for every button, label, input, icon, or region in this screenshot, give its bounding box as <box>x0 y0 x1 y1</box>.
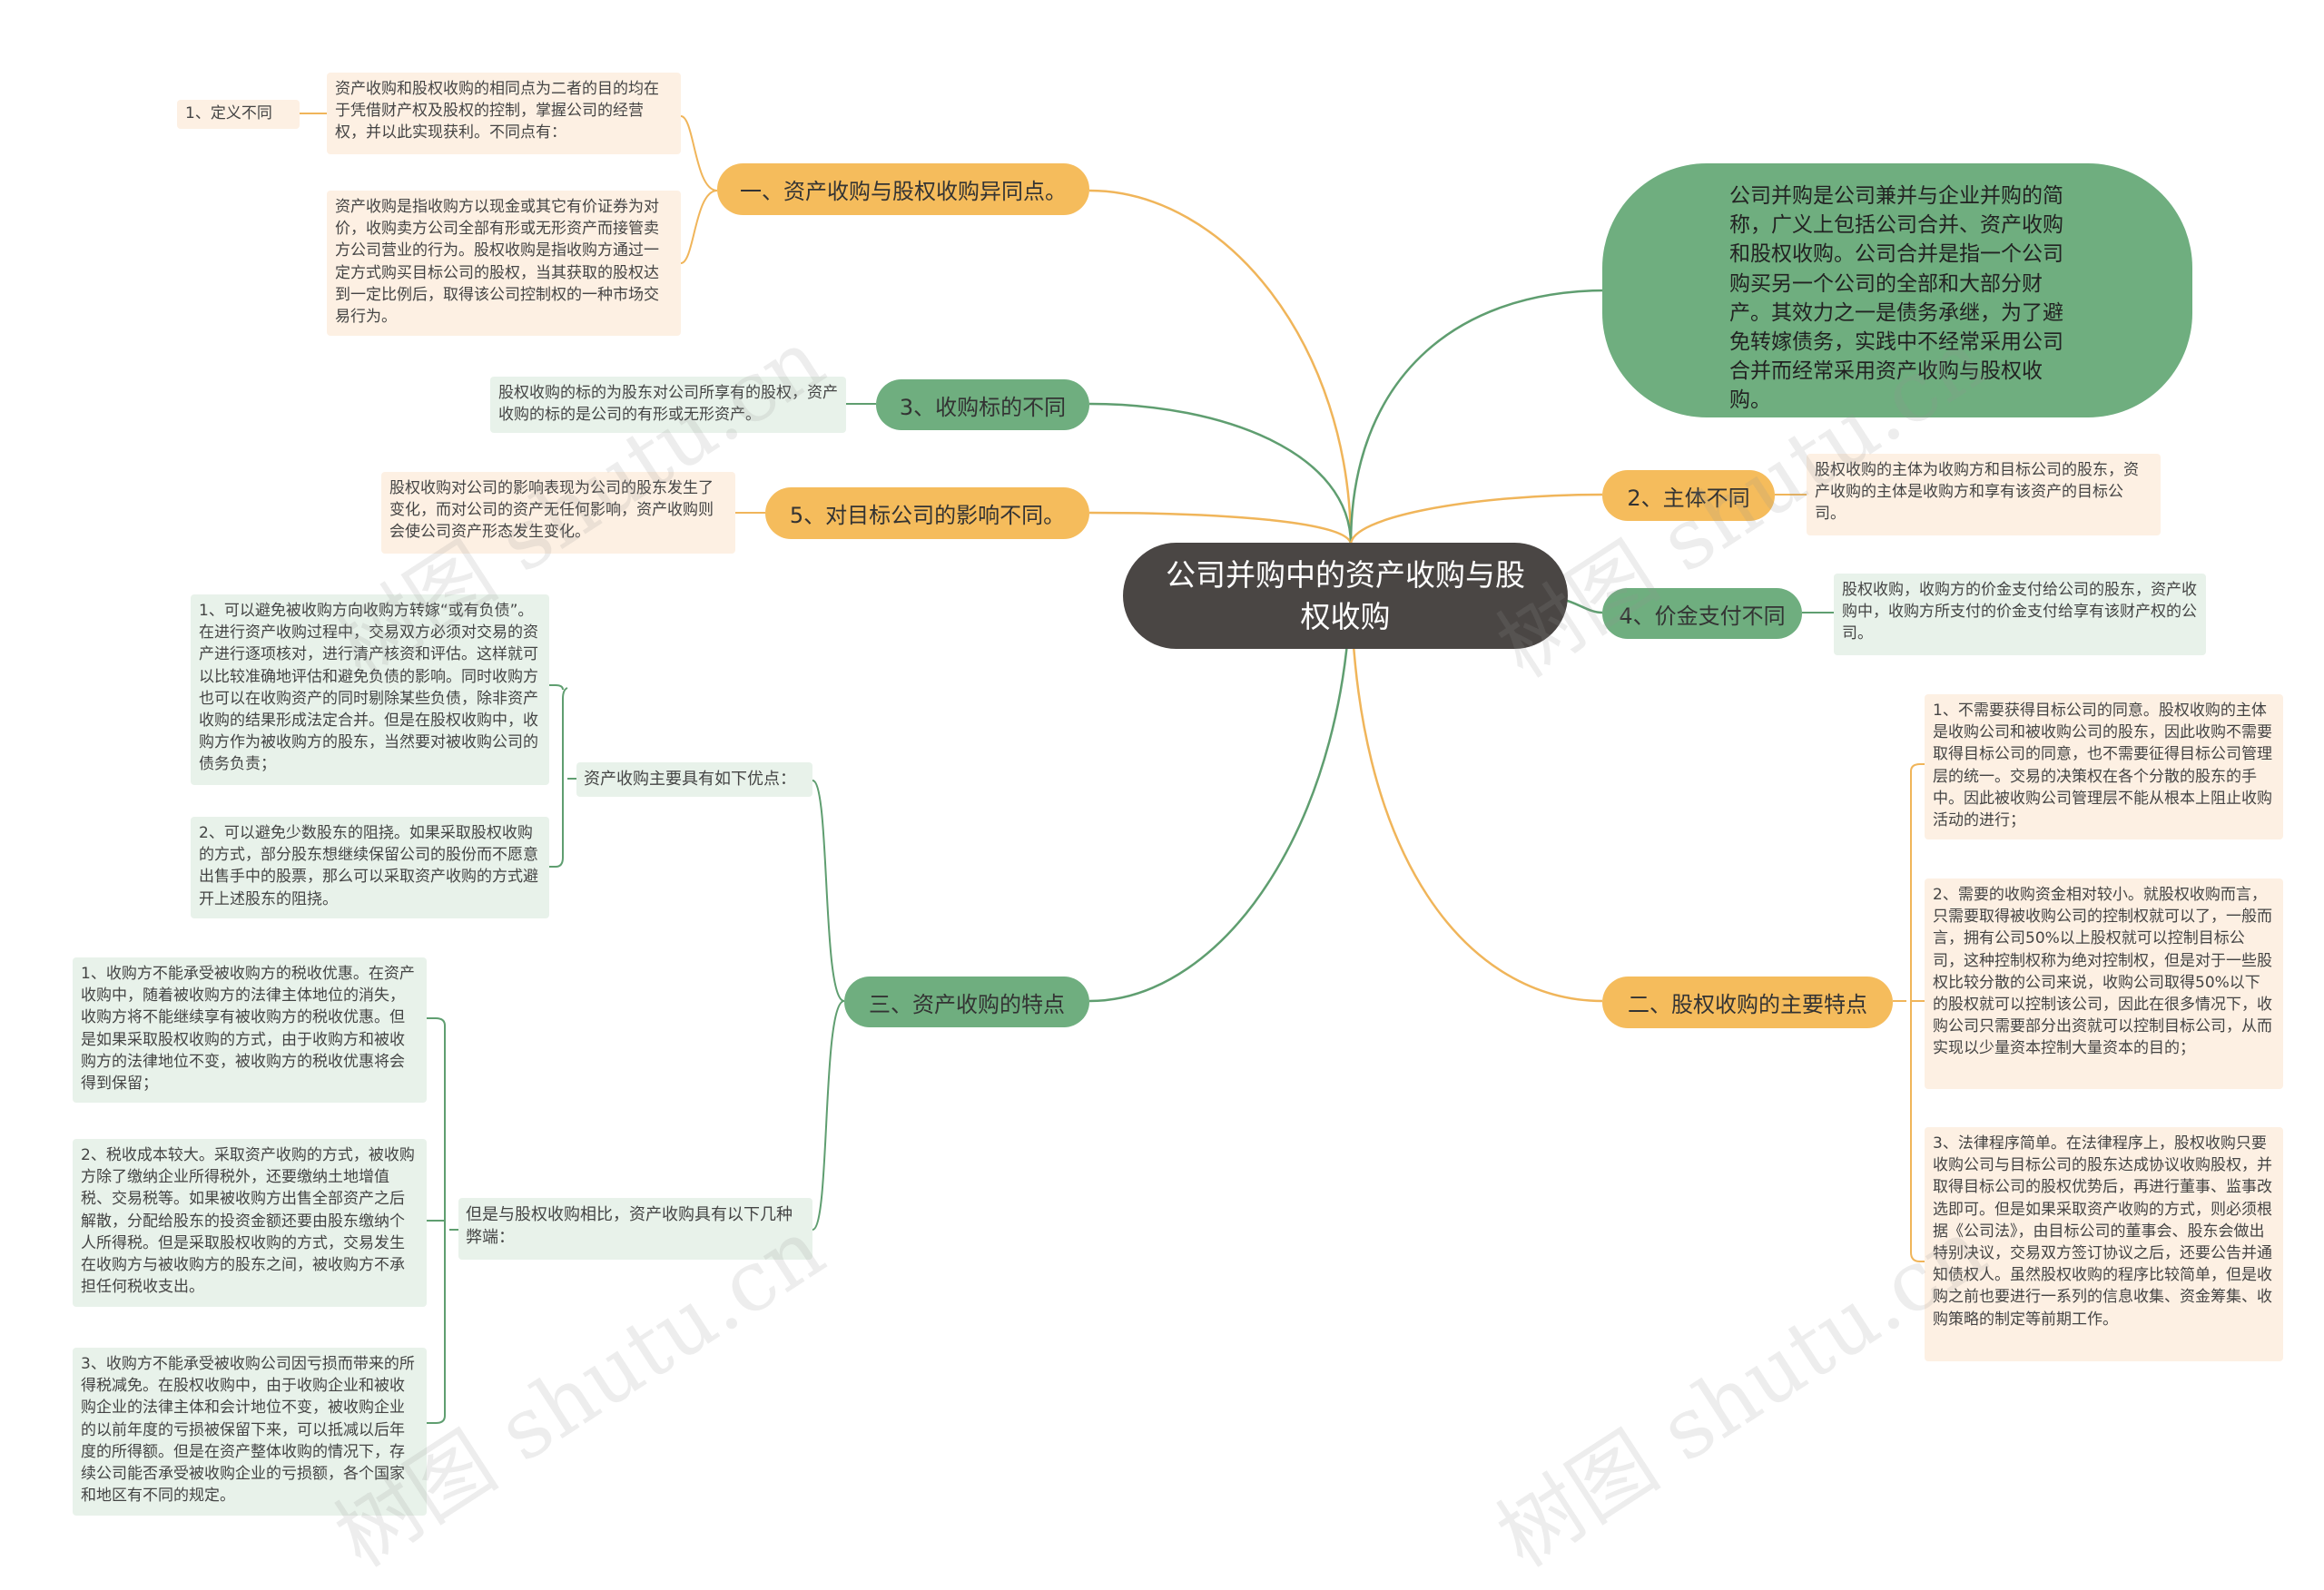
branch-subject-difference[interactable]: 2、主体不同 <box>1602 470 1775 521</box>
root-topic[interactable]: 公司并购中的资产收购与股权收购 <box>1123 543 1568 649</box>
b1-item-definition[interactable]: 1、定义不同 <box>177 100 300 129</box>
link-root-b2 <box>1349 493 1603 545</box>
three-disadvantage-1[interactable]: 1、收购方不能承受被收购方的税收优惠。在资产收购中，随着被收购方的法律主体地位的… <box>73 957 427 1103</box>
link-dis-bracket <box>427 1017 458 1424</box>
text: 股权收购对公司的影响表现为公司的股东发生了变化，而对公司的资产无任何影响，资产收… <box>389 479 714 542</box>
branch-asset-features[interactable]: 三、资产收购的特点 <box>844 977 1089 1027</box>
intro-node[interactable]: 公司并购是公司兼并与企业并购的简称，广义上包括公司合并、资产收购和股权收购。公司… <box>1602 163 2192 417</box>
three-advantage-1[interactable]: 1、可以避免被收购方向收购方转嫁“或有负债”。在进行资产收购过程中，交易双方必须… <box>191 594 549 785</box>
link-root-b3 <box>1088 402 1353 545</box>
three-disadvantages-label[interactable]: 但是与股权收购相比，资产收购具有以下几种弊端： <box>458 1198 812 1260</box>
text: 2、税收成本较大。采取资产收购的方式，被收购方除了缴纳企业所得税外，还要缴纳土地… <box>81 1146 415 1297</box>
link-adv-bracket <box>549 684 576 868</box>
link-two-bracket <box>1893 763 1925 1262</box>
text: 1、可以避免被收购方向收购方转嫁“或有负债”。在进行资产收购过程中，交易双方必须… <box>199 602 538 774</box>
link-three-dis <box>812 1000 845 1231</box>
branch-similarities-differences[interactable]: 一、资产收购与股权收购异同点。 <box>717 163 1089 215</box>
b2-text[interactable]: 股权收购的主体为收购方和目标公司的股东，资产收购的主体是收购方和享有该资产的目标… <box>1807 454 2161 535</box>
text: 资产收购主要具有如下优点： <box>584 770 796 789</box>
b1-text-definitions[interactable]: 资产收购是指收购方以现金或其它有价证券为对价，收购卖方公司全部有形或无形资产而接… <box>327 191 681 336</box>
text: 3、法律程序简单。在法律程序上，股权收购只要收购公司与目标公司的股东达成协议收购… <box>1933 1134 2272 1329</box>
b3-text[interactable]: 股权收购的标的为股东对公司所享有的股权，资产收购的标的是公司的有形或无形资产。 <box>490 377 846 433</box>
text: 1、收购方不能承受被收购方的税收优惠。在资产收购中，随着被收购方的法律主体地位的… <box>81 965 415 1094</box>
branch-target-difference[interactable]: 3、收购标的不同 <box>876 379 1089 430</box>
branch-payment-difference[interactable]: 4、价金支付不同 <box>1602 588 1802 639</box>
text: 股权收购，收购方的价金支付给公司的股东，资产收购中，收购方所支付的价金支付给享有… <box>1842 581 2197 643</box>
link-root-b1 <box>1088 189 1353 545</box>
text: 3、收购方不能承受被收购公司因亏损而带来的所得税减免。在股权收购中，由于收购企业… <box>81 1355 415 1506</box>
branch-label: 三、资产收购的特点 <box>869 991 1065 1017</box>
branch-impact-difference[interactable]: 5、对目标公司的影响不同。 <box>765 487 1089 539</box>
intro-text: 公司并购是公司兼并与企业并购的简称，广义上包括公司合并、资产收购和股权收购。公司… <box>1729 184 2063 413</box>
branch-label: 二、股权收购的主要特点 <box>1628 992 1867 1017</box>
branch-equity-features[interactable]: 二、股权收购的主要特点 <box>1602 977 1893 1028</box>
two-feature-1[interactable]: 1、不需要获得目标公司的同意。股权收购的主体是收购公司和被收购公司的股东，因此收… <box>1925 694 2283 839</box>
three-disadvantage-3[interactable]: 3、收购方不能承受被收购公司因亏损而带来的所得税减免。在股权收购中，由于收购企业… <box>73 1348 427 1516</box>
text: 2、可以避免少数股东的阻挠。如果采取股权收购的方式，部分股东想继续保留公司的股份… <box>199 824 538 908</box>
two-feature-2[interactable]: 2、需要的收购资金相对较小。就股权收购而言，只需要取得被收购公司的控制权就可以了… <box>1925 878 2283 1089</box>
branch-label: 2、主体不同 <box>1627 485 1750 511</box>
three-advantage-2[interactable]: 2、可以避免少数股东的阻挠。如果采取股权收购的方式，部分股东想继续保留公司的股份… <box>191 817 549 918</box>
b4-text[interactable]: 股权收购，收购方的价金支付给公司的股东，资产收购中，收购方所支付的价金支付给享有… <box>1834 574 2206 655</box>
text: 股权收购的主体为收购方和目标公司的股东，资产收购的主体是收购方和享有该资产的目标… <box>1815 461 2139 524</box>
link-root-b5 <box>1088 511 1353 545</box>
branch-label: 4、价金支付不同 <box>1619 603 1786 629</box>
three-disadvantage-2[interactable]: 2、税收成本较大。采取资产收购的方式，被收购方除了缴纳企业所得税外，还要缴纳土地… <box>73 1139 427 1307</box>
text: 但是与股权收购相比，资产收购具有以下几种弊端： <box>466 1205 793 1247</box>
link-b1-t2 <box>680 190 718 264</box>
branch-label: 5、对目标公司的影响不同。 <box>789 503 1066 528</box>
text: 2、需要的收购资金相对较小。就股权收购而言，只需要取得被收购公司的控制权就可以了… <box>1933 886 2272 1058</box>
root-title: 公司并购中的资产收购与股权收购 <box>1166 556 1525 634</box>
text: 资产收购和股权收购的相同点为二者的目的均在于凭借财产权及股权的控制，掌握公司的经… <box>335 80 659 142</box>
two-feature-3[interactable]: 3、法律程序简单。在法律程序上，股权收购只要收购公司与目标公司的股东达成协议收购… <box>1925 1127 2283 1361</box>
b5-text[interactable]: 股权收购对公司的影响表现为公司的股东发生了变化，而对公司的资产无任何影响，资产收… <box>381 472 735 554</box>
b1-text-common[interactable]: 资产收购和股权收购的相同点为二者的目的均在于凭借财产权及股权的控制，掌握公司的经… <box>327 73 681 154</box>
text: 资产收购是指收购方以现金或其它有价证券为对价，收购卖方公司全部有形或无形资产而接… <box>335 198 659 327</box>
link-three-adv <box>812 780 845 1002</box>
branch-label: 一、资产收购与股权收购异同点。 <box>740 179 1067 204</box>
link-root-b4 <box>1561 597 1603 614</box>
branch-label: 3、收购标的不同 <box>899 394 1067 420</box>
text: 1、不需要获得目标公司的同意。股权收购的主体是收购公司和被收购公司的股东，因此收… <box>1933 702 2272 830</box>
item-label: 1、定义不同 <box>185 104 272 123</box>
link-root-intro <box>1349 289 1608 545</box>
link-b1-t1 <box>680 115 718 191</box>
text: 股权收购的标的为股东对公司所享有的股权，资产收购的标的是公司的有形或无形资产。 <box>498 384 838 425</box>
link-root-three <box>1088 571 1353 1003</box>
link-root-two <box>1349 571 1603 1003</box>
three-advantages-label[interactable]: 资产收购主要具有如下优点： <box>576 762 812 797</box>
